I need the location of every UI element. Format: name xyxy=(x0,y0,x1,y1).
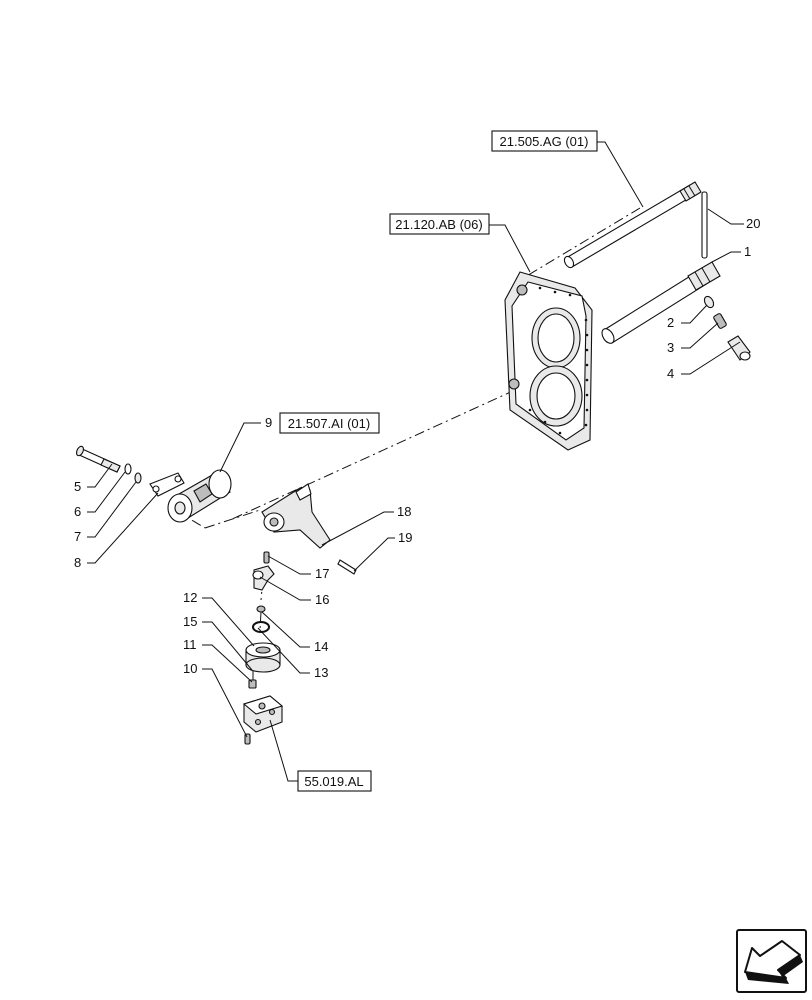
part-20-rod xyxy=(701,191,708,259)
part-14-washer xyxy=(256,605,266,613)
callout-20: 20 xyxy=(746,216,760,231)
part-6-washer xyxy=(124,463,132,475)
callout-labels: 1 2 3 4 5 6 7 8 9 10 11 12 13 14 15 16 1… xyxy=(74,216,760,680)
callout-8: 8 xyxy=(74,555,81,570)
callout-16: 16 xyxy=(315,592,329,607)
part-3-spring xyxy=(713,313,727,329)
part-5-bolt xyxy=(76,445,121,473)
callout-7: 7 xyxy=(74,529,81,544)
part-12-valve-body xyxy=(245,642,281,673)
callout-19: 19 xyxy=(398,530,412,545)
callout-11: 11 xyxy=(183,637,197,652)
ref-box-actuator[interactable]: 21.507.AI (01) xyxy=(279,412,380,434)
part-1-shaft xyxy=(601,261,721,344)
callout-13: 13 xyxy=(314,665,328,680)
callout-1: 1 xyxy=(744,244,751,259)
callout-5: 5 xyxy=(74,479,81,494)
leader-lines xyxy=(87,141,744,782)
callout-12: 12 xyxy=(183,590,197,605)
svg-text:21.120.AB (06): 21.120.AB (06) xyxy=(395,217,482,232)
part-8-bracket xyxy=(149,472,185,497)
part-13-oring xyxy=(252,621,270,633)
callout-15: 15 xyxy=(183,614,197,629)
arrow-back-icon[interactable] xyxy=(736,929,807,993)
callout-9: 9 xyxy=(265,415,272,430)
part-17-pin xyxy=(263,551,270,564)
callout-4: 4 xyxy=(667,366,674,381)
callout-2: 2 xyxy=(667,315,674,330)
callout-18: 18 xyxy=(397,504,411,519)
housing-plate xyxy=(504,271,593,451)
ref-box-valve[interactable]: 55.019.AL xyxy=(297,770,372,792)
part-9-cylinder xyxy=(167,469,232,523)
ref-box-housing[interactable]: 21.120.AB (06) xyxy=(389,213,490,235)
valve-block xyxy=(242,695,284,733)
ref-box-shaft[interactable]: 21.505.AG (01) xyxy=(491,130,598,152)
callout-6: 6 xyxy=(74,504,81,519)
upper-shaft xyxy=(563,181,702,269)
svg-text:55.019.AL: 55.019.AL xyxy=(304,774,363,789)
svg-text:21.505.AG (01): 21.505.AG (01) xyxy=(500,134,589,149)
part-16-elbow xyxy=(252,565,275,591)
callout-14: 14 xyxy=(314,639,328,654)
part-18-fork xyxy=(261,483,331,549)
svg-text:21.507.AI (01): 21.507.AI (01) xyxy=(288,416,370,431)
callout-3: 3 xyxy=(667,340,674,355)
part-7-ring xyxy=(134,472,142,484)
callout-17: 17 xyxy=(315,566,329,581)
callout-10: 10 xyxy=(183,661,197,676)
part-19-pin xyxy=(337,559,357,575)
part-11-nut xyxy=(248,679,257,689)
part-4-plug xyxy=(727,335,751,361)
